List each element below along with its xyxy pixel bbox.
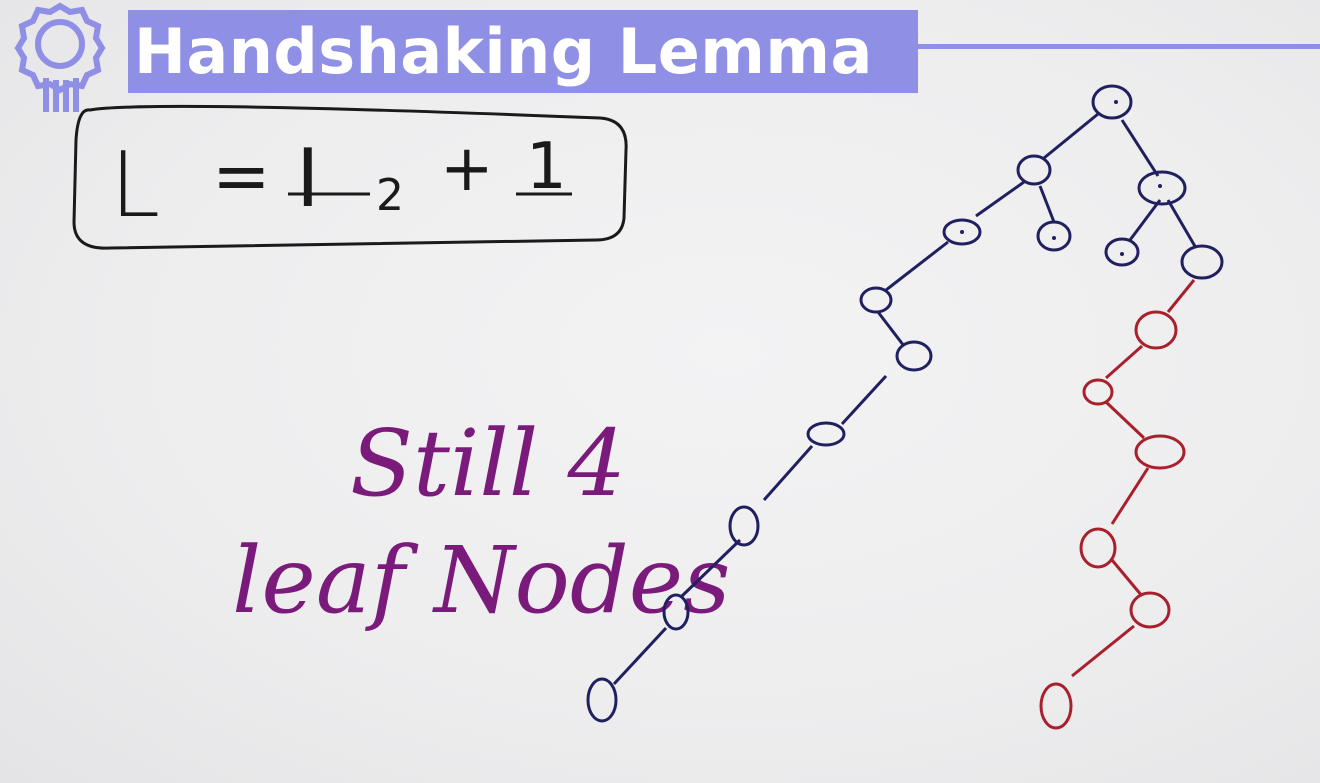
award-badge-icon — [14, 2, 106, 112]
title-banner — [128, 10, 918, 93]
formula-equals: = — [212, 135, 271, 217]
tree-edge — [1043, 112, 1099, 160]
tree-edge — [1166, 199, 1198, 249]
formula-term: I — [296, 132, 320, 225]
tree-edge — [1166, 279, 1196, 313]
formula-plus: + — [440, 132, 494, 206]
tree-node — [859, 286, 893, 314]
red-nodes — [1039, 310, 1186, 730]
tree-edge — [1038, 185, 1056, 223]
tree-edge — [1105, 344, 1143, 380]
tree-node — [1137, 170, 1187, 206]
tree-edge — [1104, 400, 1146, 440]
tree-edge — [1128, 199, 1162, 241]
tree-edge — [1110, 559, 1144, 597]
tree-node — [1129, 591, 1171, 629]
slide-title: Handshaking Lemma — [134, 15, 873, 88]
tree-edge — [762, 445, 814, 501]
tree-node — [728, 505, 760, 547]
tree-node — [1079, 527, 1117, 569]
tree-node — [942, 218, 982, 246]
tree-node — [1180, 244, 1224, 280]
formula-constant: 1 — [526, 130, 567, 204]
tree-node — [1091, 84, 1133, 120]
formula-subscript: 2 — [376, 170, 404, 221]
title-underline — [918, 44, 1320, 49]
tree-node — [662, 593, 690, 631]
tree-node — [1039, 682, 1073, 730]
tree-edge — [885, 240, 949, 292]
navy-nodes — [586, 84, 1224, 723]
annotation-line2: leaf Nodes — [232, 527, 730, 634]
tree-edge — [876, 311, 906, 347]
tree-node — [806, 421, 846, 447]
tree-edge — [612, 626, 668, 686]
navy-edges — [612, 112, 1198, 686]
tree-node — [1016, 154, 1052, 186]
red-edges — [1071, 279, 1196, 678]
tree-edge — [1110, 467, 1150, 525]
tree-node — [1134, 434, 1186, 470]
tree-edge — [840, 374, 888, 426]
tree-node — [586, 677, 618, 723]
tree-node — [1134, 310, 1178, 350]
annotation-line1: Still 4 — [350, 410, 626, 517]
tree-edge — [975, 180, 1025, 218]
tree-node — [1036, 220, 1072, 252]
tree-edge — [680, 538, 742, 598]
tree-edge — [1071, 624, 1135, 678]
tree-node — [1082, 378, 1114, 406]
tree-node — [895, 340, 933, 372]
tree-edge — [1120, 119, 1160, 177]
formula-lhs: L — [110, 133, 160, 238]
node-dots — [960, 100, 1162, 256]
tree-node — [1104, 237, 1140, 267]
